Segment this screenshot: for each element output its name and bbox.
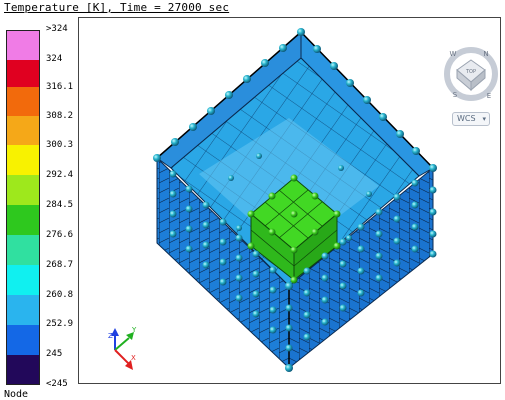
legend-swatch-7	[6, 235, 40, 265]
legend-swatch-8	[6, 265, 40, 295]
triad-x-label: X	[131, 354, 136, 362]
legend-tick: 276.6	[46, 230, 74, 240]
legend-bottom-label: <245	[46, 379, 68, 389]
view-cube[interactable]: TOP N E S W	[444, 47, 498, 101]
legend-tick: 268.7	[46, 260, 74, 270]
triad-x-arrow	[125, 360, 133, 370]
compass-south[interactable]: S	[453, 91, 458, 99]
model-render: TOP N E S W Z Y X	[108, 28, 498, 372]
legend-swatch-2	[6, 87, 40, 116]
legend-tick: 308.2	[46, 111, 74, 121]
triad-z-label: Z	[108, 332, 113, 340]
legend-tick: 324	[46, 54, 63, 64]
legend-top-label: >324	[46, 24, 68, 34]
view-cube-top-label: TOP	[465, 69, 476, 75]
legend-tick: 252.9	[46, 319, 74, 329]
legend-tick: 284.5	[46, 200, 74, 210]
color-legend: >324 324 316.1 308.2 300.3 292.4 284.5 2…	[0, 0, 80, 390]
compass-east[interactable]: E	[487, 92, 491, 100]
plot-title: Temperature [K], Time = 27000 sec	[4, 1, 230, 14]
legend-tick: 260.8	[46, 290, 74, 300]
triad-y-label: Y	[131, 326, 137, 334]
legend-tick: 300.3	[46, 140, 74, 150]
model-viewport[interactable]: TOP N E S W Z Y X WCS ▾	[78, 17, 501, 384]
axis-triad: Z Y X	[108, 326, 137, 370]
legend-tick: 245	[46, 349, 63, 359]
heat-source-grid	[250, 189, 338, 267]
view-cube-ring	[444, 47, 498, 101]
legend-swatch-3	[6, 116, 40, 145]
legend-swatch-5	[6, 175, 40, 205]
compass-north[interactable]: N	[483, 50, 488, 58]
chevron-down-icon: ▾	[482, 115, 486, 123]
triad-z-arrow	[111, 328, 119, 336]
legend-swatch-9	[6, 295, 40, 325]
legend-swatch-4	[6, 145, 40, 175]
view-cube-right	[470, 68, 486, 92]
node-markers	[153, 28, 437, 372]
triad-y-axis	[114, 337, 130, 351]
legend-swatch-1	[6, 60, 40, 87]
triad-y-arrow	[126, 332, 134, 340]
legend-tick: 292.4	[46, 170, 74, 180]
compass-west[interactable]: W	[450, 50, 457, 58]
legend-tick: 316.1	[46, 82, 74, 92]
result-location-label: Node	[4, 389, 29, 400]
wcs-dropdown[interactable]: WCS ▾	[452, 112, 490, 126]
legend-top-border	[6, 30, 40, 31]
legend-swatch-6	[6, 205, 40, 235]
triad-x-axis	[114, 349, 130, 365]
wcs-label: WCS	[457, 114, 476, 123]
legend-swatch-11	[6, 355, 40, 385]
legend-swatch-0	[6, 30, 40, 60]
legend-swatch-10	[6, 325, 40, 355]
